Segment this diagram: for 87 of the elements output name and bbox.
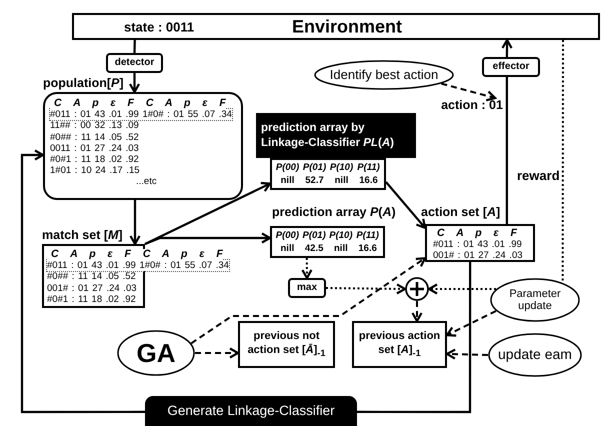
edge-label: reward (516, 168, 561, 183)
table-cell-text: 16.6 (358, 174, 379, 187)
box-label: previous action set [A]$_{-1}$ (358, 330, 442, 360)
process-ellipse (488, 333, 582, 377)
column-header: P(11) (356, 161, 381, 174)
arrow (428, 283, 496, 295)
connector-line (506, 77, 508, 224)
column-header-row: C A p ε F C A p ε F (47, 249, 223, 260)
column-header: P(01) (302, 161, 328, 174)
detector-box (106, 53, 163, 73)
title-banner (145, 396, 357, 426)
ellipse-label: update eam (497, 347, 573, 363)
table-row: 0011 : 01 27 .24 .03 (50, 142, 139, 154)
effector-box (482, 57, 540, 77)
arrow (446, 348, 488, 360)
arrow (385, 181, 426, 229)
arrow (501, 38, 513, 58)
arrow (441, 82, 496, 102)
text-label: action : 01 (441, 98, 503, 114)
environment-label: Environment (292, 16, 402, 37)
arrow (301, 258, 313, 280)
arrow (411, 301, 423, 322)
arrow (144, 182, 272, 245)
table-row: #011 : 01 43 .01 .99 1#0# : 01 55 .07 .34 (50, 109, 232, 120)
arrow (129, 200, 141, 246)
table-row: #0## : 11 14 .05 .52 (50, 132, 139, 143)
arrow (20, 149, 145, 414)
table-cell-text: nill (334, 174, 350, 187)
column-header-row: C A p ε F C A p ε F (50, 98, 226, 110)
column-header: P(10) (328, 229, 354, 242)
ellipse-label: Parameter update (508, 288, 562, 312)
process-box (352, 321, 447, 368)
table-row: ...etc (136, 176, 157, 188)
population-table (43, 92, 243, 200)
summing-junction (405, 277, 429, 301)
table-cell-text: 16.6 (357, 242, 378, 255)
table-row: #0#1 : 11 18 .02 .92 (47, 294, 136, 305)
table-cell-text: nill (280, 242, 296, 255)
arrow (190, 257, 426, 344)
table-title: prediction array P(A) (272, 205, 396, 219)
table-row: #011 : 01 43 .01 .99 (433, 239, 522, 250)
table-title: match set [M] (42, 228, 123, 242)
table-row: 001# : 01 27 .24 .03 (47, 282, 137, 294)
arrow (195, 347, 240, 359)
table-cell-text: nill (333, 242, 349, 255)
box-label: prediction array by Linkage-Classifier PL(A) (261, 121, 395, 150)
box-label: previous not action set [Ā]$_{-1}$ (246, 330, 326, 360)
prediction-table (270, 158, 386, 190)
arrow (326, 283, 406, 294)
process-ellipse (490, 278, 580, 322)
connector-line (357, 262, 472, 414)
action-set-table (425, 224, 535, 262)
ellipse-label: Identify best action (328, 68, 440, 82)
arrow (446, 310, 496, 337)
prediction-table (270, 226, 385, 258)
ellipse-label: GA (136, 338, 176, 368)
arrow (128, 73, 140, 94)
table-row: #0#1 : 11 18 .02 .92 (50, 154, 139, 166)
state-label: state : 0011 (124, 19, 194, 34)
column-header: P(11) (355, 229, 380, 242)
box-label: Generate Linkage-Classifier (167, 402, 335, 420)
box-label: detector (114, 56, 154, 70)
column-header: P(01) (302, 229, 327, 242)
connector-line (133, 40, 136, 54)
arrow (144, 232, 272, 246)
table-row: 1#01 : 10 24 .17 .15 (50, 165, 140, 176)
table-title: action set [A] (421, 205, 500, 219)
table-cell-text: 52.7 (304, 174, 325, 187)
table-row: 11## : 00 32 .13 .09 (50, 120, 139, 132)
connector-line (562, 40, 564, 283)
process-ellipse (117, 330, 195, 376)
column-header: P(00) (274, 161, 300, 174)
process-box (238, 321, 335, 368)
environment-box (72, 13, 600, 40)
table-cell-text: 42.5 (304, 242, 324, 255)
column-header: P(10) (328, 161, 354, 174)
table-title: population[P] (43, 76, 124, 90)
box-label: max (296, 282, 317, 294)
table-cell-text: nill (280, 174, 296, 187)
column-header: P(00) (274, 229, 300, 242)
box-label: effector (492, 60, 530, 74)
table-row: #0## : 11 14 .05 .52 (47, 271, 136, 283)
title-banner (256, 113, 416, 158)
max-box (288, 278, 326, 298)
table-row: #011 : 01 43 .01 .99 1#0# : 01 55 .07 .34 (47, 260, 229, 272)
table-row: 001# : 01 27 .24 .03 (433, 250, 523, 262)
process-ellipse (314, 60, 454, 90)
